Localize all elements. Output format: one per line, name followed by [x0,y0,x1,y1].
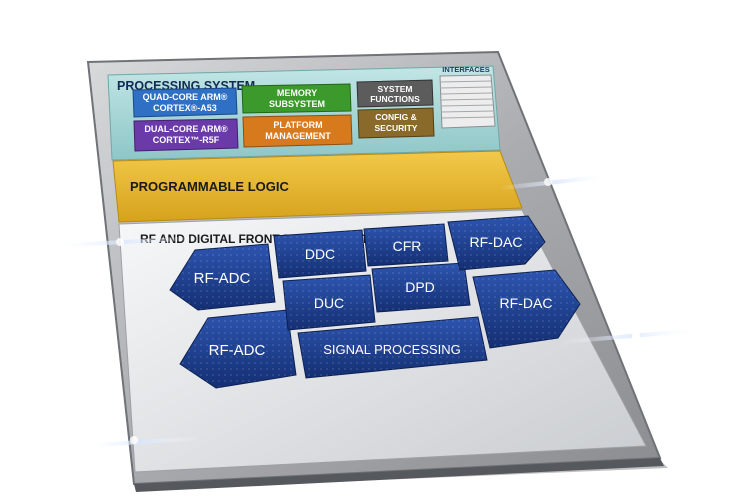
rf-adc-top-label: RF-ADC [194,270,251,287]
config-security-label-line1: CONFIG & [375,112,417,122]
interfaces-label: INTERFACES [442,65,490,74]
light-flares [48,174,702,448]
block-memory-subsystem: MEMORY SUBSYSTEM [241,83,352,114]
a53-label-line2: CORTEX®-A53 [153,103,217,113]
programmable-logic-title: PROGRAMMABLE LOGIC [130,179,289,194]
block-system-functions: SYSTEM FUNCTIONS [356,79,434,108]
block-config-security: CONFIG & SECURITY [357,107,435,139]
block-signal-processing: SIGNAL PROCESSING [297,316,488,379]
memory-label-line1: MEMORY [277,88,317,98]
rf-adc-bottom-label: RF-ADC [209,342,266,359]
system-functions-label-line2: FUNCTIONS [370,94,420,104]
block-platform-management: PLATFORM MANAGEMENT [242,114,353,148]
cfr-label: CFR [393,238,422,254]
r5f-label-line1: DUAL-CORE ARM® [144,124,228,134]
block-rf-dac-top: RF-DAC [447,215,546,271]
dpd-label: DPD [405,279,435,295]
signal-processing-label: SIGNAL PROCESSING [323,342,461,357]
memory-label-line2: SUBSYSTEM [269,99,325,109]
rf-dac-bottom-label: RF-DAC [500,295,553,311]
r5f-label-line2: CORTEX™-R5F [153,135,220,145]
a53-label-line1: QUAD-CORE ARM® [143,92,228,102]
block-quad-core-a53: QUAD-CORE ARM® CORTEX®-A53 [132,87,238,118]
block-cfr: CFR [363,223,449,267]
block-rf-dac-bottom: RF-DAC [472,269,581,349]
system-functions-label-line1: SYSTEM [378,84,413,94]
block-rf-adc-top: RF-ADC [169,243,276,311]
platform-label-line2: MANAGEMENT [265,131,331,141]
programmable-logic-region [112,150,523,223]
block-dpd: DPD [371,262,471,313]
rf-dac-top-label: RF-DAC [470,234,523,250]
platform-label-line1: PLATFORM [273,120,322,130]
block-duc: DUC [282,274,376,331]
block-ddc: DDC [273,229,367,279]
block-dual-core-r5f: DUAL-CORE ARM® CORTEX™-R5F [133,118,239,152]
ddc-label: DDC [305,246,335,262]
config-security-label-line2: SECURITY [375,123,418,133]
interfaces-stack: INTERFACES [439,65,496,129]
block-rf-adc-bottom: RF-ADC [179,309,297,389]
duc-label: DUC [314,295,344,311]
chip-bottom-edge [134,458,664,492]
